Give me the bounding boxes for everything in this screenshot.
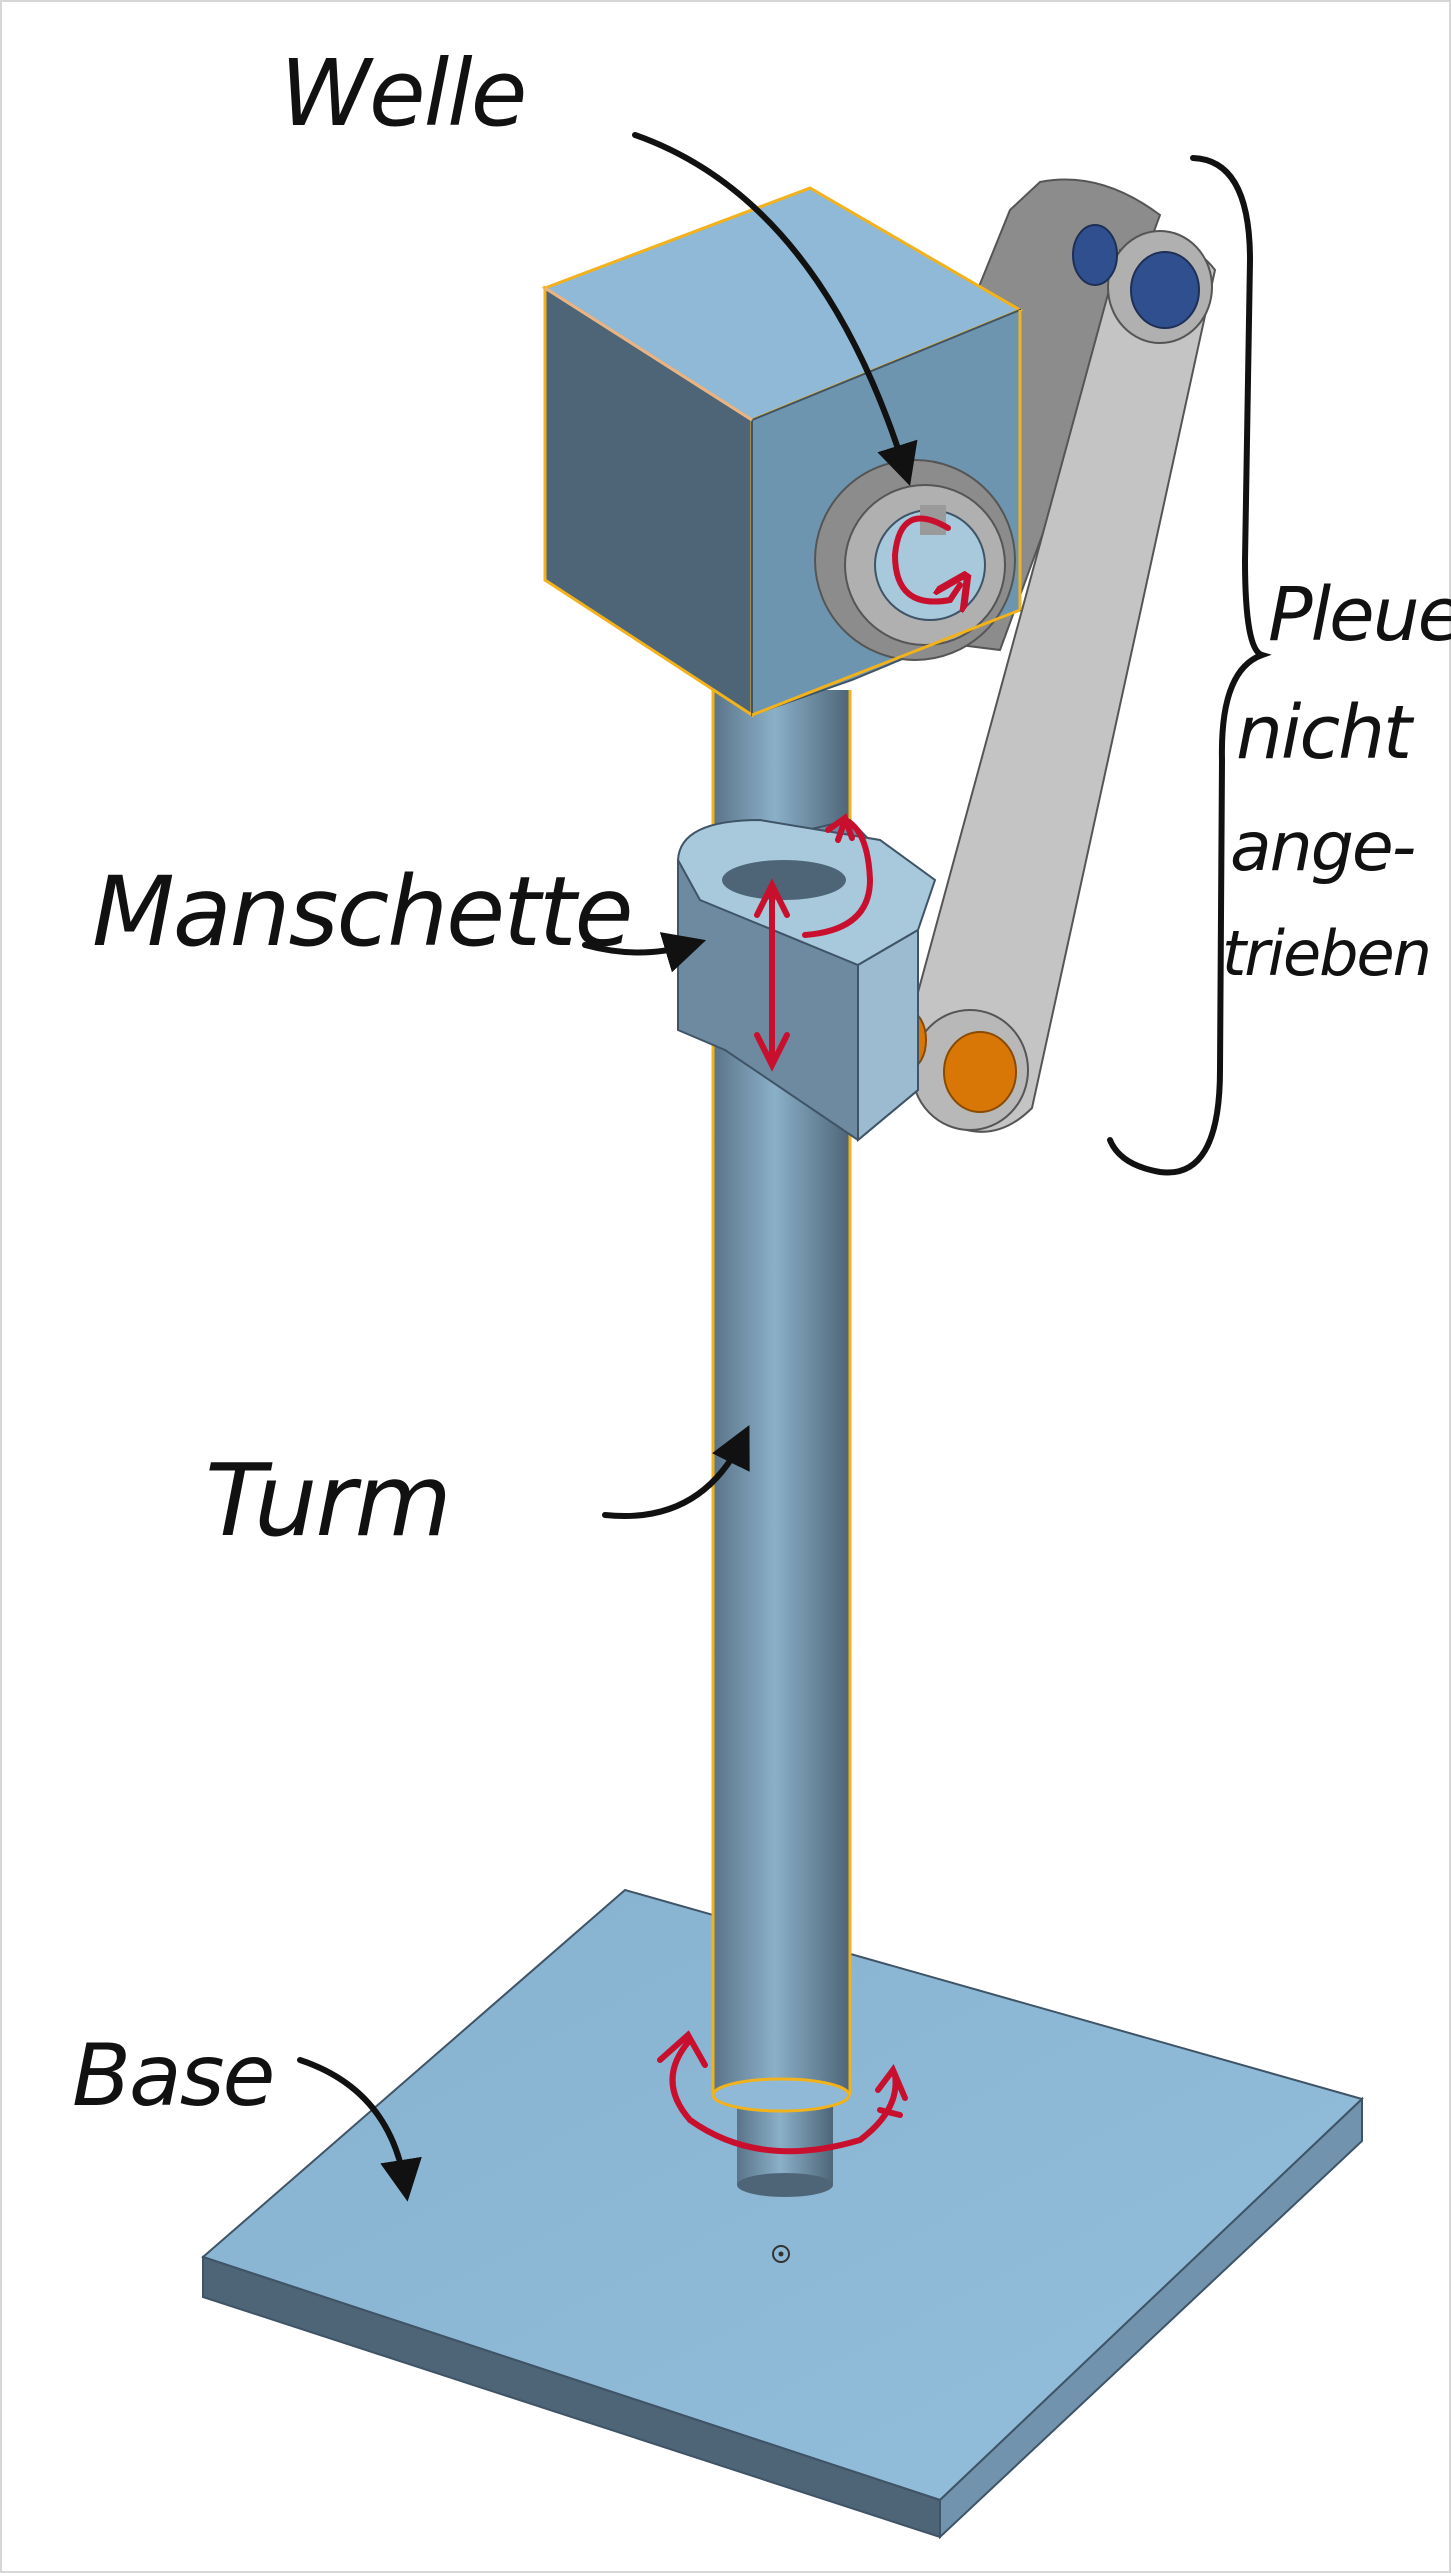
- label-manschette: Manschette: [92, 856, 632, 968]
- pin-bottom-orange: [943, 1031, 1017, 1113]
- label-pleuel-line1: Pleuel: [1268, 572, 1451, 658]
- shaft-block[interactable]: [541, 186, 1024, 718]
- welle-callout-arrow: [632, 132, 918, 487]
- label-turm: Turm: [205, 1442, 450, 1559]
- label-base: Base: [72, 2026, 273, 2126]
- pin-top-blue: [1130, 251, 1200, 329]
- label-welle: Welle: [280, 40, 525, 147]
- base-callout-arrow: [297, 2057, 422, 2202]
- label-pleuel-line4: trieben: [1222, 917, 1430, 990]
- shaft-rotation-annotation: [891, 515, 960, 602]
- tower-rotation-annotation: [657, 2030, 908, 2155]
- collar-block[interactable]: [676, 818, 937, 1143]
- label-pleuel-line2: nicht: [1236, 690, 1415, 776]
- origin-marker-icon: [772, 2245, 790, 2263]
- pleuel-brace: [1107, 155, 1272, 1176]
- manschette-callout-arrow: [582, 932, 707, 973]
- collar-slide-annotation: [754, 813, 874, 1072]
- label-pleuel-line3: ange-: [1230, 808, 1415, 887]
- turm-callout-arrow: [602, 1424, 750, 1519]
